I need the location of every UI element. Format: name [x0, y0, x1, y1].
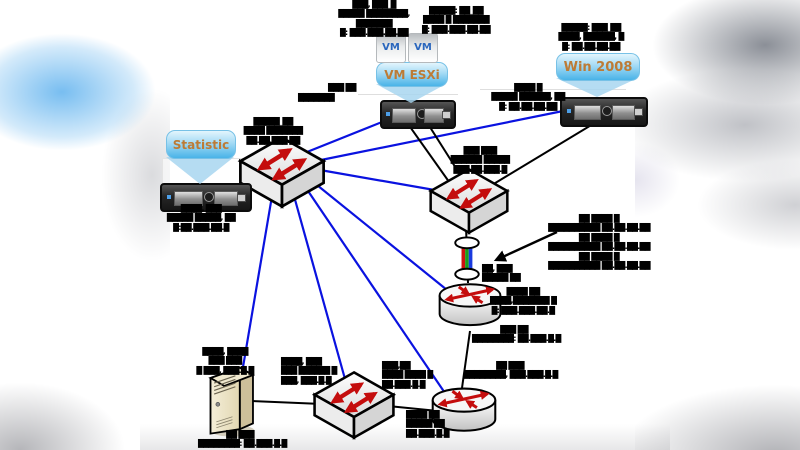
server-port — [237, 193, 247, 202]
server-port — [442, 110, 452, 119]
vm-box-2[interactable]: VM — [408, 33, 438, 63]
redacted-label-router1-b: ███ ██████████: ██.███.█.█ — [472, 325, 561, 344]
divider-line — [480, 89, 626, 90]
link-core-switch-router-1 — [311, 180, 453, 295]
redacted-label-esx-a: ███ ██ — [328, 83, 356, 92]
callout-win2008[interactable]: Win 2008 — [556, 53, 640, 81]
callout-statistic-tail — [166, 157, 234, 184]
link-router-1-router-2 — [461, 330, 471, 389]
redacted-label-router1: ████ ██████,███████ ██: ███.███.██.█ — [490, 287, 557, 315]
callout-vm-esx-tail — [376, 84, 446, 103]
redacted-label-switch2: ███ █████████ ████████.██.███.█ — [450, 146, 510, 174]
server-drive-bay — [213, 190, 238, 206]
server-led — [167, 194, 172, 199]
callout-statistic-label: Statistic — [172, 137, 230, 152]
link-core-switch-win2008-server — [315, 108, 569, 163]
redacted-label-core-switch: █████_██████ █████████.██.███.██ — [243, 117, 303, 145]
redacted-label-trunk: ██, ████████ ██ — [482, 264, 521, 283]
redacted-label-router2-r: ██ ███████████, ███.███.█.█ — [464, 361, 558, 380]
redacted-label-annotation: ██ ████ ███████████ ██.██.██.████ ████ █… — [548, 214, 650, 271]
server-drive-bay — [573, 104, 601, 121]
callout-statistic[interactable]: Statistic — [166, 130, 236, 159]
redacted-label-win-server: ████ ██████ ██████, ███: ██.██.██.██ — [491, 83, 565, 111]
callout-vm-esx-label: VM ESXi — [384, 67, 440, 82]
link-switch-3-router-2 — [387, 405, 439, 412]
link-core-switch-switch-3 — [292, 195, 347, 380]
redacted-label-vm-left: ███, ███_██████ ████████,████████: ███.█… — [338, 0, 410, 38]
callout-win2008-tail — [556, 78, 638, 97]
trunk-cable-icon[interactable] — [451, 235, 483, 282]
link-esx-server-switch-2 — [407, 123, 453, 187]
redacted-label-esx-b: ███████ — [298, 93, 335, 102]
vm-box-1[interactable]: VM — [376, 33, 406, 63]
link-core-switch-router-2 — [305, 187, 450, 400]
callout-win2008-label: Win 2008 — [563, 59, 633, 75]
redacted-label-pc-top: ████, ███████ ████ ███, ███.█.█ — [196, 347, 254, 375]
annotation-arrow — [493, 230, 558, 262]
server-led — [386, 111, 391, 116]
redacted-label-win2008-top: █████: ███_██████, ██████, ██: ██.██.██.… — [558, 23, 624, 51]
server-drive-bay — [174, 190, 203, 206]
link-core-switch-pc-server — [240, 195, 274, 374]
server-drive-bay — [392, 107, 416, 123]
link-win2008-server-switch-2 — [486, 120, 599, 189]
redacted-label-switch3: ████, ██████ ██████ ████, ███.█.█ — [281, 357, 337, 385]
link-pc-server-switch-3 — [250, 400, 323, 405]
server-power-button — [204, 192, 215, 202]
server-drive-bay — [611, 104, 635, 121]
redacted-label-stat-server: ████, ████████ █████, ███:██.███.██.█ — [166, 204, 236, 232]
redacted-label-pc-bottom: ██ ███████████: ██.███.█.█ — [198, 430, 287, 449]
redacted-label-router2-l: ███,██████ ████ ███.███.█.█ — [382, 361, 433, 389]
server-led — [567, 108, 572, 113]
esx-server[interactable] — [380, 100, 456, 129]
win2008-server[interactable] — [560, 97, 648, 127]
link-core-switch-switch-2 — [319, 168, 447, 194]
redacted-label-vm-right: █████: ██_██████ █ ████████: ███.███.██.… — [421, 6, 491, 34]
callout-vm-esx[interactable]: VM ESXi — [376, 62, 448, 87]
switch-2[interactable] — [427, 166, 511, 236]
statistic-server[interactable] — [160, 183, 252, 212]
redacted-label-router2-b: ████ ███████ ████.███.█.█ — [406, 410, 450, 438]
server-port — [633, 107, 643, 116]
